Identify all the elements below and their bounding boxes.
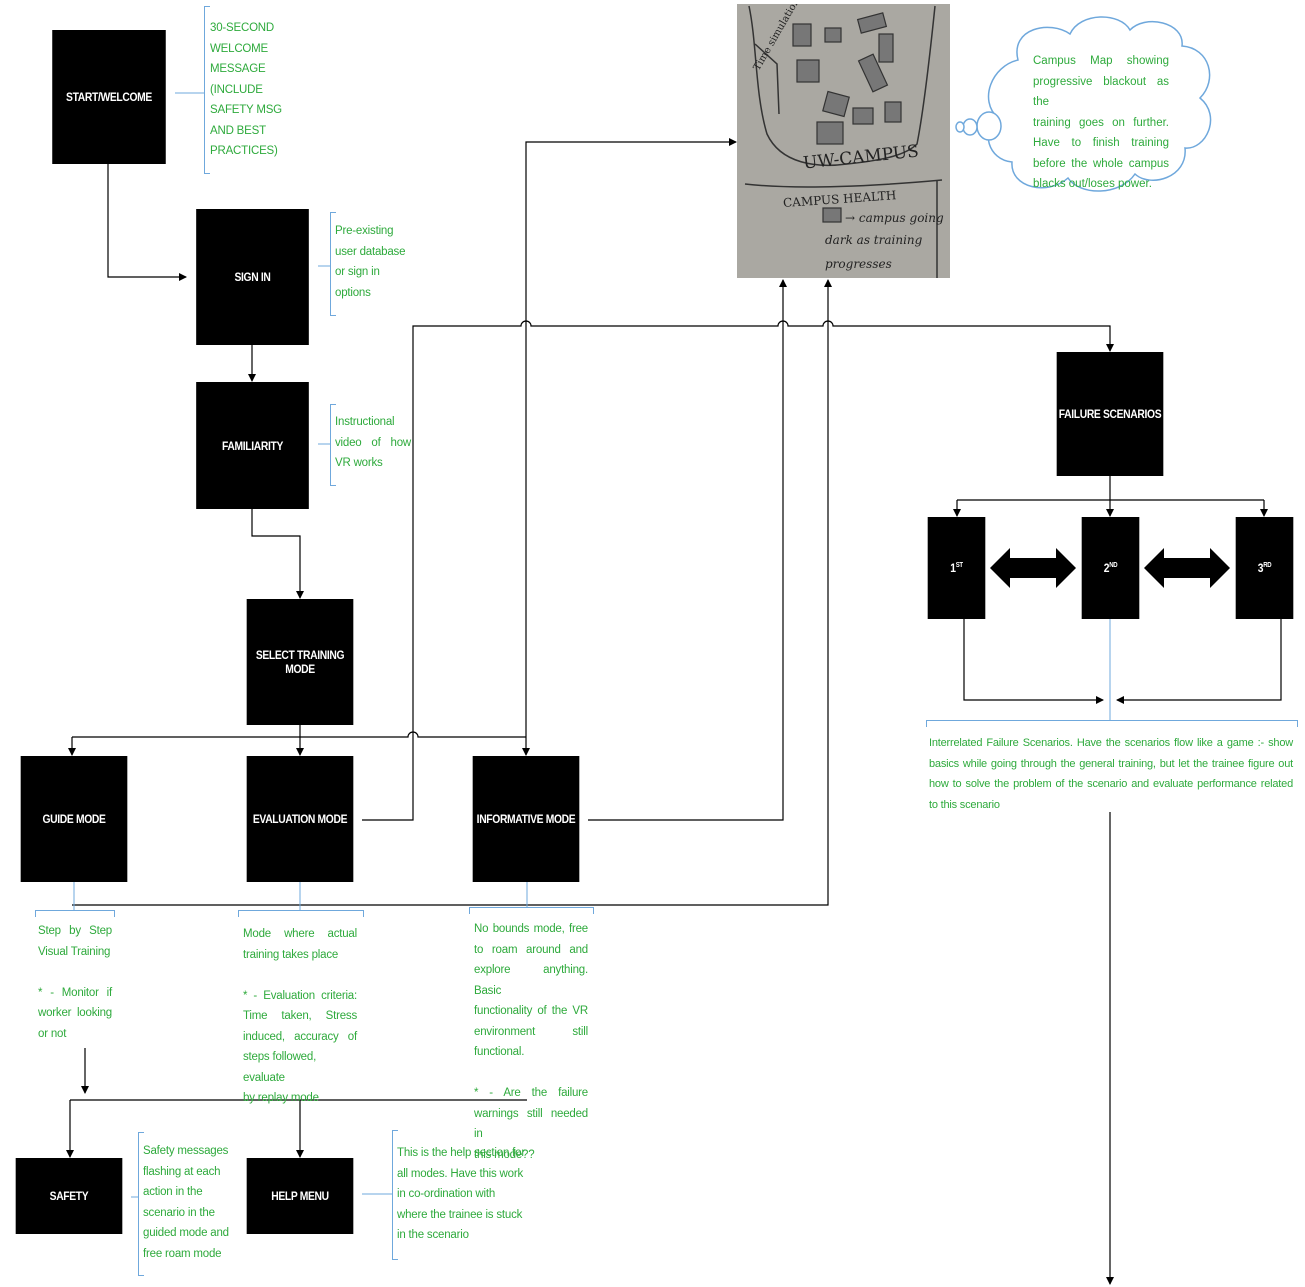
start-welcome-label: START/WELCOME <box>66 90 152 104</box>
sign-in-label: SIGN IN <box>234 270 271 284</box>
connector-familiarity-select <box>251 509 304 599</box>
thought-cloud <box>955 16 1212 192</box>
familiarity-label: FAMILIARITY <box>221 438 284 453</box>
informative-mode-label: INFORMATIVE MODE <box>476 812 576 826</box>
guide-mode-label: GUIDE MODE <box>42 812 106 826</box>
safety-label: SAFETY <box>49 1189 89 1203</box>
note-bracket-informative <box>469 907 594 914</box>
double-arrow-2-3 <box>1144 548 1230 588</box>
sketch-legend-2: dark as training <box>825 233 923 247</box>
guide-mode-box[interactable]: GUIDE MODE <box>20 756 128 882</box>
familiarity-box[interactable]: FAMILIARITY <box>196 382 309 509</box>
scenario-2-box[interactable]: 2ND <box>1081 517 1140 619</box>
connector-informative-map <box>525 138 737 737</box>
scenario-3-label: 3RD <box>1257 561 1272 575</box>
connector-modes-map <box>72 279 832 906</box>
campus-map-sketch: UW-CAMPUS CAMPUS HEALTH Time simulation … <box>737 4 950 278</box>
connector-informative-map-2 <box>588 279 787 821</box>
select-training-mode-label: SELECT TRAINING MODE <box>255 648 345 676</box>
connector-start-signin <box>107 164 187 281</box>
failure-note: Interrelated Failure Scenarios. Have the… <box>929 737 1293 811</box>
note-bracket-evaluation <box>238 910 364 917</box>
scenario-1-label: 1ST <box>950 561 963 575</box>
double-arrow-1-2 <box>990 548 1076 588</box>
help-menu-box[interactable]: HELP MENU <box>246 1158 354 1234</box>
start-welcome-box[interactable]: START/WELCOME <box>52 30 166 164</box>
sketch-drawing: UW-CAMPUS CAMPUS HEALTH Time simulation … <box>737 4 950 278</box>
note-bracket-signin <box>330 212 336 316</box>
connector-failure-converge <box>963 619 1104 704</box>
evaluation-mode-label: EVALUATION MODE <box>252 812 348 826</box>
note-bracket-guide <box>35 910 115 917</box>
note-bracket-welcome <box>204 6 210 174</box>
sign-in-box[interactable]: SIGN IN <box>196 209 309 345</box>
scenario-1-box[interactable]: 1ST <box>927 517 986 619</box>
scenario-3-box[interactable]: 3RD <box>1235 517 1294 619</box>
connector-evaluation-failure <box>362 320 1114 821</box>
sketch-legend-3: progresses <box>825 257 892 271</box>
note-bracket-failure <box>926 720 1298 727</box>
evaluation-mode-box[interactable]: EVALUATION MODE <box>246 756 354 882</box>
help-menu-label: HELP MENU <box>271 1189 329 1203</box>
sketch-legend-1: → campus going <box>845 211 944 225</box>
select-training-mode-box[interactable]: SELECT TRAINING MODE <box>246 599 354 725</box>
informative-mode-box[interactable]: INFORMATIVE MODE <box>472 756 580 882</box>
failure-scenarios-box[interactable]: FAILURE SCENARIOS <box>1056 352 1164 476</box>
note-bracket-help <box>392 1130 398 1260</box>
note-bracket-safety <box>138 1132 144 1276</box>
note-bracket-familiarity <box>330 404 336 486</box>
scenario-2-label: 2ND <box>1103 561 1118 575</box>
safety-box[interactable]: SAFETY <box>15 1158 123 1234</box>
failure-scenarios-label: FAILURE SCENARIOS <box>1058 407 1162 421</box>
